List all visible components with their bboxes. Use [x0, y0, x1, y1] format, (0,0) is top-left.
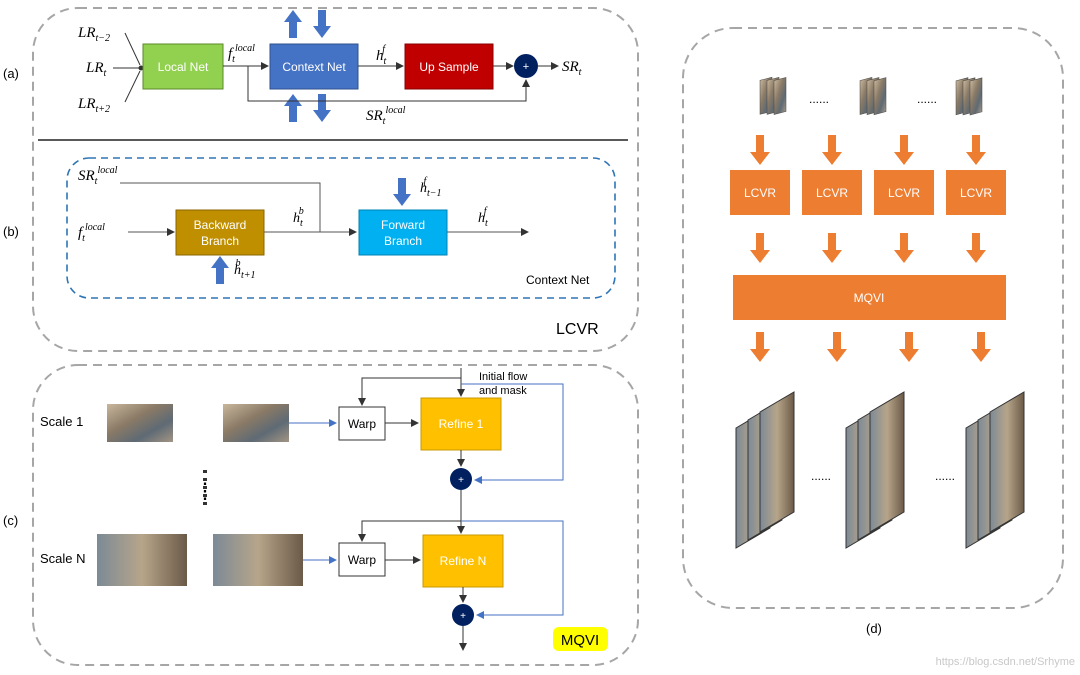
sr-local-a: SRtlocal	[366, 105, 406, 127]
forward-label-1: Forward	[381, 218, 425, 232]
scale-1-image-a	[107, 404, 173, 442]
hf-prev-arrow	[393, 178, 411, 206]
input-frames: ...... ......	[759, 76, 983, 116]
sum-node-c1	[450, 468, 472, 490]
backward-label-2: Branch	[201, 234, 239, 248]
warp-1-box	[338, 406, 386, 441]
feat-f-local: ftlocal	[228, 43, 255, 65]
input-lr-t-2: LRt−2	[77, 25, 110, 44]
initial-flow-label-1: Initial flow	[479, 371, 527, 383]
state-arrows-bottom	[284, 94, 331, 122]
refine-n-label: Refine N	[440, 554, 487, 568]
scale-1-image-b	[223, 404, 289, 442]
panel-label-d: (d)	[866, 621, 882, 636]
sum-node-a-plus: +	[523, 61, 529, 73]
warp-n-box	[338, 542, 386, 577]
mqvi-container	[32, 364, 639, 666]
up-sample-label: Up Sample	[419, 60, 479, 74]
mqvi-bar-label: MQVI	[854, 291, 885, 305]
lcvr-box-3	[874, 170, 934, 215]
initial-flow-label-2: and mask	[479, 385, 527, 397]
mqvi-bar	[733, 275, 1006, 320]
panel-label-c: (c)	[3, 513, 18, 528]
output-dots-2: ......	[935, 469, 955, 483]
lcvr-box-4	[946, 170, 1006, 215]
panel-label-b: (b)	[3, 224, 19, 239]
context-net-caption: Context Net	[526, 273, 590, 287]
lcvr-box-1	[730, 170, 790, 215]
output-stack-2	[845, 391, 905, 549]
sum-node-a	[514, 54, 538, 78]
context-net-detail-border	[66, 157, 616, 299]
sum-node-c1-plus: +	[458, 475, 464, 486]
feat-f-local-b: ftlocal	[78, 222, 105, 244]
input-lr-t+2: LRt+2	[77, 96, 110, 115]
output-sr-t: SRt	[562, 59, 582, 78]
lcvr-box-2	[802, 170, 862, 215]
forward-label-2: Branch	[384, 234, 422, 248]
lcvr-box-1-label: LCVR	[744, 186, 776, 200]
sum-node-cn-plus: +	[460, 611, 466, 622]
backward-branch-box	[175, 209, 265, 256]
hb-label: htb	[293, 206, 304, 229]
up-sample-box	[404, 43, 494, 90]
panel-c: Scale 1 Warp Refine 1 Initial flow and m…	[40, 368, 608, 651]
input-dots-1: ......	[809, 92, 829, 106]
panel-d: ...... ...... LCVR LCVR LCVR	[730, 76, 1025, 549]
panel-label-a: (a)	[3, 66, 19, 81]
watermark: https://blog.csdn.net/Srhyme	[936, 656, 1075, 668]
arrows-row-1	[750, 135, 986, 165]
scale-n-label: Scale N	[40, 551, 86, 566]
context-net-label: Context Net	[282, 60, 346, 74]
mqvi-title: MQVI	[561, 632, 599, 649]
pipeline-container	[682, 27, 1064, 609]
local-net-label: Local Net	[158, 60, 209, 74]
sr-local-b: SRtlocal	[78, 165, 118, 187]
output-dots-1: ......	[811, 469, 831, 483]
panel-b: SRtlocal ftlocal Backward Branch ht+1b h…	[66, 157, 616, 299]
lcvr-box-4-label: LCVR	[960, 186, 992, 200]
scale-1-label: Scale 1	[40, 414, 83, 429]
lcvr-box-2-label: LCVR	[816, 186, 848, 200]
lcvr-container	[32, 7, 639, 352]
local-net-box	[142, 43, 224, 90]
warp-1-label: Warp	[348, 417, 377, 431]
state-arrows-top	[284, 10, 331, 38]
arrows-row-3	[750, 332, 991, 362]
scale-n-image-a	[97, 534, 187, 586]
input-stack-2	[859, 77, 887, 116]
sum-node-cn	[452, 604, 474, 626]
warp-n-label: Warp	[348, 553, 377, 567]
input-stack-3	[955, 77, 983, 116]
refine-1-label: Refine 1	[439, 417, 484, 431]
context-net-box	[269, 43, 359, 90]
arrows-row-2	[750, 233, 986, 263]
output-stack-1	[735, 391, 795, 549]
refine-n-box	[422, 534, 504, 588]
input-lr-t: LRt	[85, 60, 107, 79]
lcvr-title: LCVR	[556, 321, 599, 338]
input-stack-1	[759, 76, 787, 115]
output-stack-3	[965, 391, 1025, 549]
input-dots-2: ......	[917, 92, 937, 106]
hb-next: ht+1b	[234, 258, 256, 281]
hf-out: htf	[478, 206, 488, 229]
lcvr-box-3-label: LCVR	[888, 186, 920, 200]
scale-n-image-b	[213, 534, 303, 586]
backward-label-1: Backward	[194, 218, 247, 232]
mqvi-highlight	[553, 627, 608, 651]
vertical-dots: ⋮	[194, 478, 216, 503]
hb-next-arrow	[211, 256, 229, 284]
forward-branch-box	[358, 209, 448, 256]
panel-a: LRt−2 LRt LRt+2 Local Net ftlocal Contex…	[77, 10, 582, 127]
hf-prev: ht−1f	[420, 176, 442, 199]
hidden-h-f: htf	[376, 44, 387, 67]
